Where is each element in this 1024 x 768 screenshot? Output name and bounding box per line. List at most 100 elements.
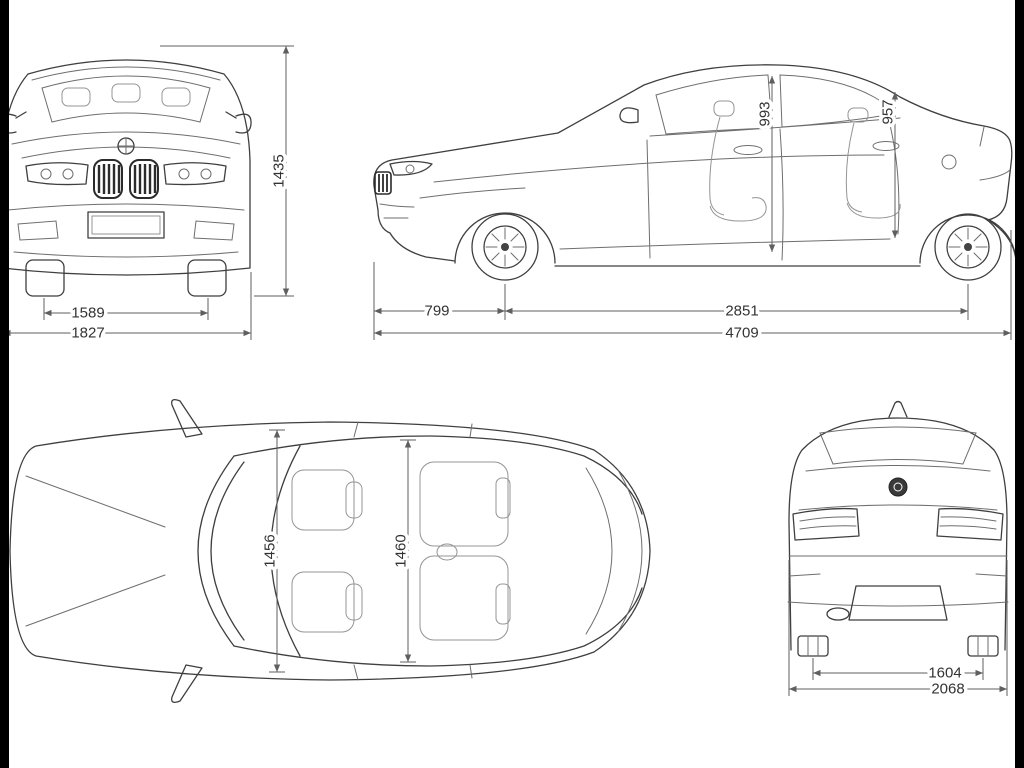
front-side-mirrors [0,111,252,134]
dim-label-headroom-rear: 957 [880,99,897,124]
side-headlight [389,160,433,176]
rear-window [819,426,977,465]
side-character-lines [379,126,1011,250]
top-body-outline [9,421,651,681]
front-headrest-left [61,87,91,107]
rear-roundel-inner [893,482,903,492]
front-seat-driver-headrest [345,481,363,519]
spokes [485,227,525,267]
front-seat-driver [291,469,355,531]
top-door-seams [353,421,473,681]
front-view [0,59,252,297]
front-roundel-cross [118,138,134,154]
rear-body-outline [788,417,1008,651]
dim-label-overall-length: 4709 [725,325,758,342]
top-hood-creases [25,475,166,627]
tire [934,213,1002,281]
top-interior-seats [291,461,511,641]
top-view-dimensions: 1456 1460 [258,429,416,673]
dim-label-headroom-front: 993 [757,101,774,126]
side-door-lines [646,116,900,261]
spokes [948,227,988,267]
front-license-plate-inner [91,215,161,235]
front-headrest-right [161,87,191,107]
side-kidney-grille [374,171,392,195]
dim-label-rear-overall-width: 2068 [931,681,964,698]
front-headlight-ring [40,168,52,180]
dim-label-interior-width-front: 1456 [262,534,279,567]
side-view [373,64,1017,281]
rear-seat-right [419,555,509,641]
side-mirror [619,107,639,124]
rear-seat-left-headrest [495,477,511,519]
dim-label-height: 1435 [271,154,288,187]
front-left-wheel [25,259,65,297]
front-view-dimensions: 1435 1589 1827 [2,45,294,345]
side-view-dimensions: 993 957 799 2851 4709 [373,76,1012,345]
tire [471,213,539,281]
rear-bumper-lines [787,555,1009,607]
rear-bmw-roundel-icon [888,477,908,497]
dim-label-wheelbase: 2851 [725,303,758,320]
letterbox-bar-left [0,0,9,768]
center-console [436,543,458,561]
side-grille-slats [378,174,388,192]
dim-label-interior-width-rear: 1460 [393,534,410,567]
rear-right-wheel [967,635,999,657]
rear-trunk-seams [798,465,998,511]
rear-seat [845,122,901,219]
letterbox-bar-right [1015,0,1024,768]
side-lower-body [377,209,1017,267]
rear-taillights [792,507,1004,541]
rear-view [787,400,1009,657]
dim-label-front-overhang: 799 [424,303,449,320]
front-license-plate [87,211,165,239]
front-headrest-center [111,83,141,103]
hub [964,243,972,251]
front-kidney-grille-left [93,159,123,199]
hub [501,243,509,251]
top-glasshouse-lines [233,435,643,667]
front-seat-passenger [291,571,355,633]
side-door-handle-front [733,145,763,155]
top-windshield-edges [197,445,301,657]
side-front-wheel [471,213,539,281]
top-rear-window-and-trunk [585,467,643,635]
rear-seat-right-headrest [495,583,511,625]
rim [946,225,990,269]
front-kidney-grille-right [129,159,159,199]
side-rear-wheel [934,213,1002,281]
side-fuel-door [941,154,957,170]
rear-seat-headrest [847,107,869,123]
rear-view-dimensions: 1604 2068 [788,560,1008,701]
rear-left-wheel [797,635,829,657]
side-interior-seats [709,100,901,222]
front-right-wheel [187,259,227,297]
front-grille-slats [97,164,157,194]
rear-diffuser [848,585,948,621]
front-headlight-ring [178,168,190,180]
dim-label-body-width: 1827 [71,325,104,342]
side-extension-lines [373,230,1012,340]
side-door-handle-rear [872,141,900,151]
side-windows [649,74,901,137]
side-body-outline [373,64,1013,221]
side-headlight-ring [405,164,415,174]
front-roof-and-windshield [31,66,221,123]
top-mirror-lower [171,664,203,703]
rear-taillight-detail [799,516,997,530]
front-headlight-ring [62,168,74,180]
rim [483,225,527,269]
rear-extension-lines [788,560,1008,696]
front-headlight-ring [200,168,212,180]
rear-wheel-tread [807,635,989,657]
front-headlights [25,162,227,186]
top-view [9,399,651,703]
rear-seat-left [419,461,509,547]
front-seat-passenger-headrest [345,583,363,621]
rear-antenna-fin [888,400,908,418]
front-extension-lines [2,45,294,340]
rear-exhaust-tip [826,607,850,621]
